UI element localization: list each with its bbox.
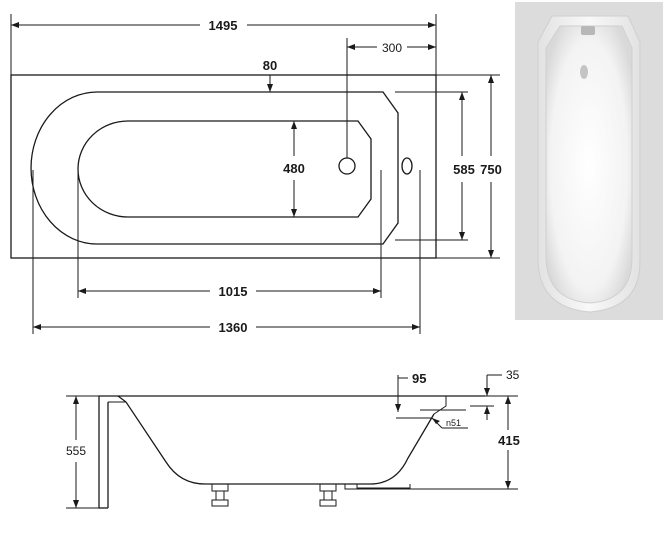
label-overall-width: 750	[480, 162, 502, 177]
dimension-rim-thickness: 35	[470, 368, 520, 420]
tub-profile	[125, 401, 435, 485]
waste-outlet	[401, 157, 413, 175]
right-foot	[319, 483, 337, 507]
dimension-overall-width: 750	[436, 74, 502, 259]
dimension-waste-height: 415	[485, 395, 520, 490]
label-bottom-length: 1015	[219, 284, 248, 299]
label-overall-height: 555	[66, 444, 86, 458]
dimension-bowl-width: 585	[395, 91, 475, 241]
label-waste-height: 415	[498, 433, 520, 448]
dimension-waste-offset: 95	[395, 371, 426, 412]
bottom-outline	[77, 120, 372, 218]
dimension-rim-width: 80	[263, 58, 277, 92]
label-waste-diameter: n51	[446, 418, 461, 428]
left-foot	[211, 483, 229, 507]
photo-drain-icon	[580, 65, 588, 79]
label-bowl-width: 585	[453, 162, 475, 177]
label-overflow-offset: 300	[382, 41, 402, 55]
rim-corner-left	[117, 395, 127, 403]
label-rim-width: 80	[263, 58, 277, 73]
side-view: 555 415 95 35	[66, 368, 520, 509]
dimension-bowl-length: 1360	[32, 170, 421, 335]
product-photo	[515, 2, 663, 320]
photo-overflow-icon	[581, 26, 595, 35]
tub-outline-top	[10, 74, 437, 259]
dimension-overall-length: 1495	[10, 14, 437, 75]
dimension-waste-diameter: n51	[396, 417, 468, 429]
label-waste-offset: 95	[412, 371, 426, 386]
label-inner-width: 480	[283, 161, 305, 176]
dimension-overall-height: 555	[66, 395, 99, 509]
dimension-bottom-length: 1015	[77, 170, 382, 299]
label-overall-length: 1495	[209, 18, 238, 33]
dimension-inner-width: 480	[283, 120, 305, 218]
dimension-overflow-offset: 300	[346, 38, 436, 158]
bowl-outline	[30, 91, 399, 245]
overflow-hole	[338, 157, 356, 175]
rim-right	[433, 396, 447, 415]
label-bowl-length: 1360	[219, 320, 248, 335]
label-rim-thickness: 35	[506, 368, 520, 382]
top-view: 1495 300 80 480	[10, 14, 502, 335]
drain-assembly	[344, 483, 512, 490]
photo-tub-bowl	[545, 25, 633, 304]
